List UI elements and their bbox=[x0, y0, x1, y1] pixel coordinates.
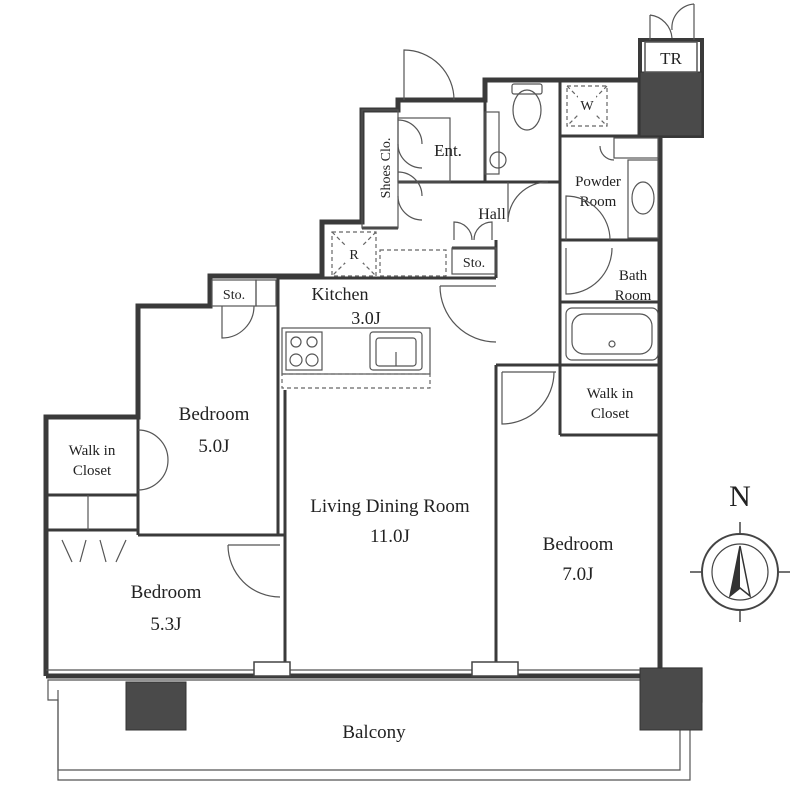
refrigerator-label: R bbox=[349, 248, 359, 263]
tr-door-right bbox=[671, 3, 695, 40]
compass-north-label: N bbox=[729, 480, 751, 513]
shoes-door-1 bbox=[397, 119, 423, 169]
kitchen-size: 3.0J bbox=[351, 308, 381, 328]
hall-label: Hall bbox=[478, 206, 506, 223]
shoes-door-2 bbox=[397, 171, 423, 221]
bedroom-a-label: Bedroom bbox=[179, 404, 250, 425]
washer-label: W bbox=[580, 99, 594, 114]
pantry-space bbox=[379, 249, 447, 277]
bath-label-1: Bath bbox=[619, 268, 648, 284]
hall-door-left bbox=[453, 221, 473, 241]
powder-vanity bbox=[627, 159, 659, 239]
bathtub bbox=[565, 307, 659, 361]
compass-icon: N bbox=[690, 480, 790, 622]
toilet-door bbox=[507, 181, 549, 223]
toilet-sink-basin bbox=[489, 151, 507, 169]
kitchen-counter bbox=[281, 327, 431, 375]
kitchen-counter-back bbox=[281, 373, 431, 389]
pillar-balcony-left bbox=[125, 681, 187, 731]
bathtub-inner bbox=[571, 313, 653, 355]
living-size: 11.0J bbox=[370, 526, 410, 547]
powder-label-1: Powder bbox=[575, 174, 621, 190]
kitchen-door bbox=[439, 285, 497, 343]
pillar-balcony-right bbox=[639, 667, 703, 731]
shoes-closet bbox=[361, 109, 399, 229]
walkin-left-door bbox=[137, 429, 169, 491]
bath-door bbox=[565, 247, 613, 295]
hall-door-right bbox=[473, 221, 493, 241]
entrance-door bbox=[403, 49, 455, 101]
storage-left-label: Sto. bbox=[223, 288, 245, 303]
entrance-label: Ent. bbox=[434, 141, 462, 160]
powder-main-door bbox=[565, 195, 611, 241]
stove bbox=[285, 331, 323, 371]
refrigerator-space bbox=[331, 231, 377, 277]
tr-pillar bbox=[639, 71, 703, 137]
storage-left-2 bbox=[255, 279, 277, 307]
bath-label-2: Room bbox=[615, 288, 652, 304]
bedroom-c-size: 5.3J bbox=[150, 614, 181, 635]
powder-basin bbox=[631, 181, 655, 215]
walkin-right-label-2: Closet bbox=[591, 406, 630, 422]
bathtub-drain bbox=[608, 340, 616, 348]
powder-label-2: Room bbox=[580, 194, 617, 210]
bedroom-b-door bbox=[501, 371, 556, 425]
shoes-closet-label: Shoes Clo. bbox=[379, 138, 394, 199]
bedroom-b-size: 7.0J bbox=[562, 564, 593, 585]
kitchen-label: Kitchen bbox=[312, 284, 369, 304]
bedroom-b-label: Bedroom bbox=[543, 534, 614, 555]
toilet-tank bbox=[511, 83, 543, 95]
bedroom-a-size: 5.0J bbox=[198, 436, 229, 457]
living-label: Living Dining Room bbox=[310, 496, 470, 517]
toilet-sink bbox=[484, 111, 500, 175]
powder-shelf bbox=[613, 137, 659, 159]
balcony-label: Balcony bbox=[342, 722, 406, 743]
tr-door-left bbox=[649, 14, 673, 40]
bedroom-c-door bbox=[227, 544, 281, 598]
washer-space bbox=[566, 85, 608, 127]
storage-center-label: Sto. bbox=[463, 256, 485, 271]
walkin-left-label-1: Walk in bbox=[69, 443, 116, 459]
walkin-right-label-1: Walk in bbox=[587, 386, 634, 402]
powder-door bbox=[599, 145, 615, 161]
walkin-left-label-2: Closet bbox=[73, 463, 112, 479]
closet-door-c bbox=[61, 539, 127, 563]
tr-label-box bbox=[644, 41, 698, 73]
bedroom-c-label: Bedroom bbox=[131, 582, 202, 603]
tr-label: TR bbox=[660, 49, 682, 68]
windows-bottom bbox=[46, 661, 640, 677]
storage-left-door bbox=[221, 305, 255, 339]
kitchen-sink bbox=[369, 331, 423, 371]
storage-center bbox=[451, 247, 497, 275]
toilet-bowl bbox=[512, 89, 542, 131]
